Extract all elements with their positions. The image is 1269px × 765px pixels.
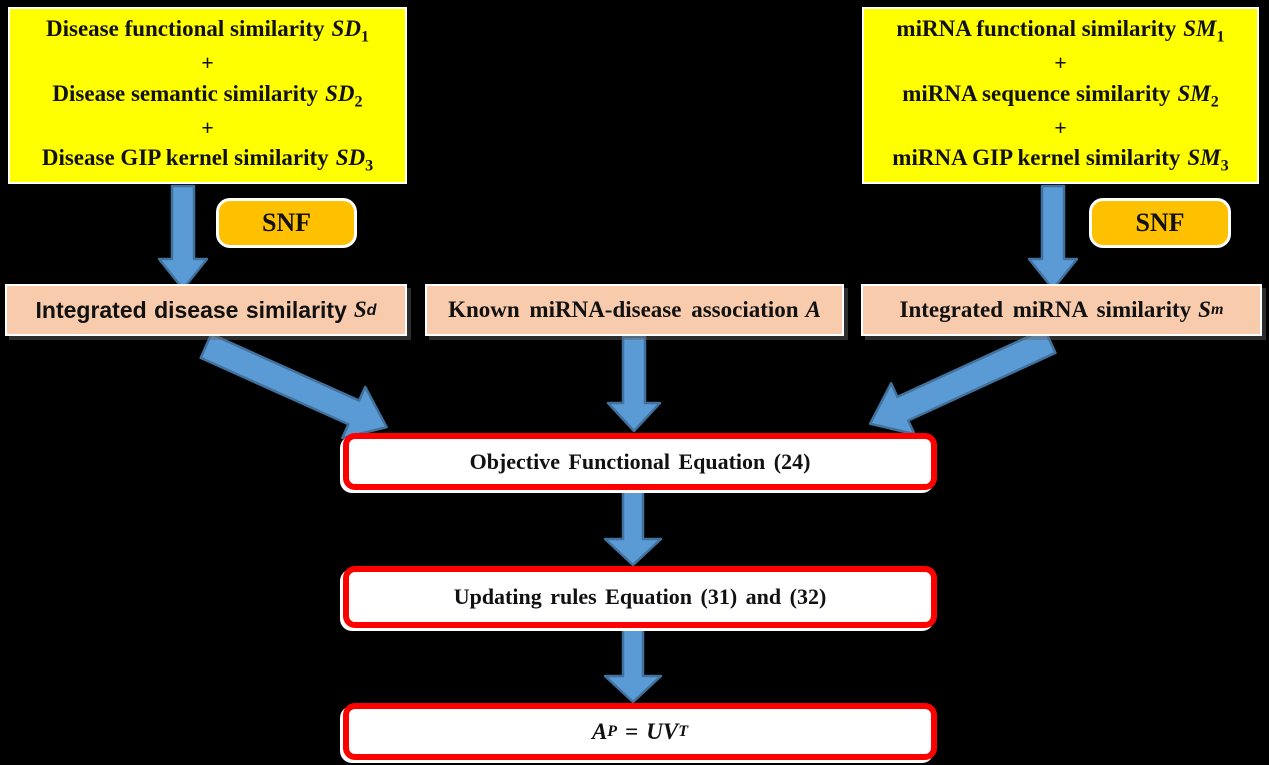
arrow-integrated-disease-to-objective-icon bbox=[199, 332, 388, 440]
plus-sign: + bbox=[201, 49, 214, 75]
sm1-symbol: SM bbox=[1183, 15, 1217, 41]
sd1-symbol: SD bbox=[331, 15, 361, 41]
result-uv-symbol: UV bbox=[646, 718, 679, 744]
arrow-disease-to-integrated-icon bbox=[157, 184, 209, 291]
arrow-association-to-objective-icon bbox=[606, 335, 662, 433]
mirna-functional-label: miRNA functional similarity bbox=[896, 15, 1177, 41]
disease-functional-label: Disease functional similarity bbox=[46, 15, 325, 41]
integrated-disease-label: Integrated disease similarity bbox=[35, 296, 347, 323]
arrow-integrated-mirna-to-objective-icon bbox=[868, 327, 1057, 436]
snf-left-label: SNF bbox=[261, 208, 312, 237]
sm1-subscript: 1 bbox=[1216, 28, 1225, 46]
updating-rules-label: Updating rules Equation (31) and (32) bbox=[453, 584, 827, 609]
sd-superscript: d bbox=[366, 300, 377, 319]
known-association-label: Known miRNA-disease association bbox=[448, 297, 799, 322]
sm3-symbol: SM bbox=[1187, 145, 1221, 171]
mirna-sequence-label: miRNA sequence similarity bbox=[902, 80, 1171, 106]
arrow-mirna-to-integrated-icon bbox=[1027, 184, 1079, 291]
plus-sign: + bbox=[1054, 49, 1067, 75]
result-p-superscript: P bbox=[607, 722, 618, 740]
objective-function-label: Objective Functional Equation (24) bbox=[469, 448, 811, 474]
sm-symbol: S bbox=[1198, 297, 1211, 322]
equals-sign: = bbox=[625, 718, 639, 744]
updating-rules-box: Updating rules Equation (31) and (32) bbox=[343, 566, 937, 628]
association-matrix-symbol: A bbox=[805, 297, 821, 322]
sd2-subscript: 2 bbox=[354, 93, 363, 111]
plus-sign: + bbox=[201, 114, 214, 140]
sd-symbol: S bbox=[353, 297, 367, 322]
sd2-symbol: SD bbox=[325, 80, 355, 106]
result-a-symbol: A bbox=[591, 718, 608, 744]
snf-right-box: SNF bbox=[1089, 198, 1231, 248]
result-t-superscript: T bbox=[678, 722, 689, 740]
snf-left-box: SNF bbox=[216, 198, 357, 248]
objective-function-box: Objective Functional Equation (24) bbox=[343, 433, 937, 490]
plus-sign: + bbox=[1054, 114, 1067, 140]
sd3-subscript: 3 bbox=[365, 158, 374, 176]
disease-gip-label: Disease GIP kernel similarity bbox=[41, 145, 329, 171]
snf-right-label: SNF bbox=[1135, 208, 1185, 237]
arrow-updating-to-result-icon bbox=[603, 625, 663, 704]
sm2-symbol: SM bbox=[1177, 80, 1211, 106]
arrow-objective-to-updating-icon bbox=[603, 487, 663, 567]
sm2-subscript: 2 bbox=[1210, 93, 1219, 111]
mirna-gip-label: miRNA GIP kernel similarity bbox=[892, 145, 1181, 171]
sm-superscript: m bbox=[1210, 301, 1224, 318]
integrated-mirna-label: Integrated miRNA similarity bbox=[899, 297, 1192, 322]
sm3-subscript: 3 bbox=[1220, 158, 1229, 176]
sd1-subscript: 1 bbox=[360, 28, 369, 46]
disease-semantic-label: Disease semantic similarity bbox=[52, 80, 319, 106]
sd3-symbol: SD bbox=[335, 145, 366, 171]
